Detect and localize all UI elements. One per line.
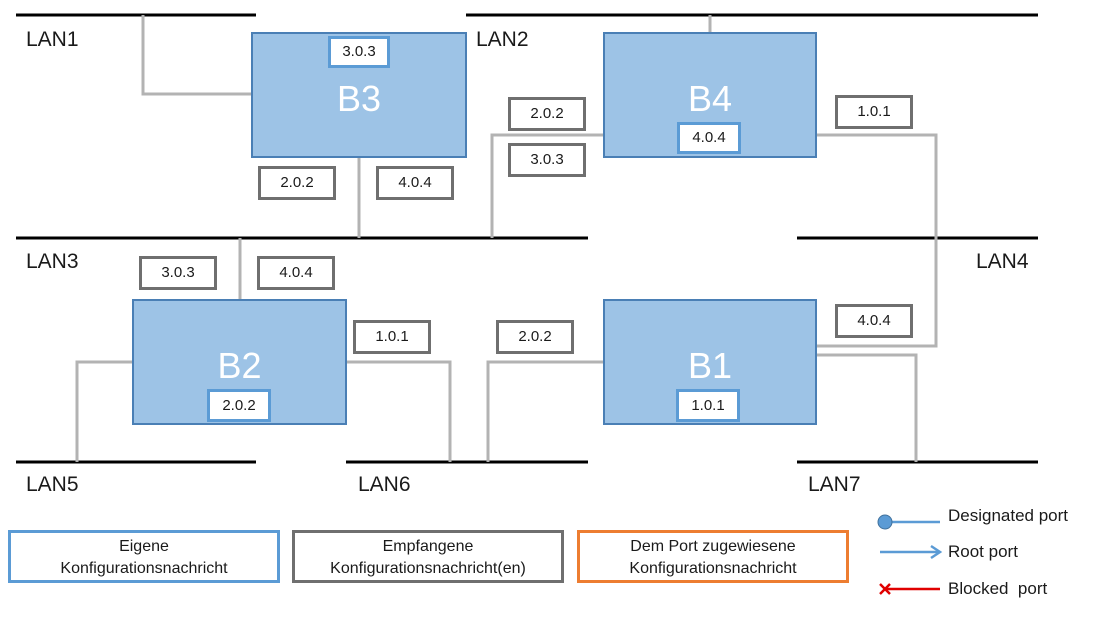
received-message-b2-right: 4.0.4 [257,256,335,290]
legend-root-port-label: Root port [948,542,1018,561]
legend-own-line1: Eigene [119,538,169,555]
b1-lan6-link [486,360,604,462]
lan5-label: LAN5 [26,473,79,496]
b2-lan6-link [346,360,452,462]
designated-port-icon [877,514,893,530]
root-port-arrow-icon [930,544,943,560]
bridge-b3-own-message: 3.0.3 [328,36,390,68]
received-message-b4-bottom: 3.0.3 [508,143,586,177]
legend-assigned-line2: Konfigurationsnachricht [629,560,797,577]
legend-own-message: Eigene Konfigurationsnachricht [8,530,280,583]
bridge-b1-name: B1 [687,345,733,386]
lan6-label: LAN6 [358,473,411,496]
bridge-b4-name: B4 [687,78,733,119]
legend-blocked-port-label: Blocked port [948,579,1048,598]
legend-assigned-message: Dem Port zugewiesene Konfigurationsnachr… [577,530,849,583]
lan7-label: LAN7 [808,473,861,496]
b4-lan4-link [816,133,938,348]
blocked-port-x-icon [879,583,891,595]
bridge-b2[interactable]: B2 [132,299,347,425]
received-message-b4-right: 1.0.1 [835,95,913,129]
bridge-b1-own-message: 1.0.1 [676,389,740,422]
legend-received-line1: Empfangene [382,538,474,555]
received-message-b4-top: 2.0.2 [508,97,586,131]
received-message-b1-right: 4.0.4 [835,304,913,338]
bridge-b4[interactable]: B4 [603,32,817,158]
received-message-b2-side: 1.0.1 [353,320,431,354]
received-message-b3-left: 2.0.2 [258,166,336,200]
legend-own-line2: Konfigurationsnachricht [60,560,228,577]
b3-lan1-link [141,15,252,96]
lan3-label: LAN3 [26,250,79,273]
received-message-b1-left: 2.0.2 [496,320,574,354]
b2-lan5-link [75,360,133,462]
port-legend-symbols [877,514,943,595]
bridge-b2-own-message: 2.0.2 [207,389,271,422]
b4-lan3-link [490,133,604,238]
lan1-label: LAN1 [26,28,79,51]
received-message-b3-right: 4.0.4 [376,166,454,200]
lan2-label: LAN2 [476,28,529,51]
bridge-b4-own-message: 4.0.4 [677,122,741,154]
lan4-label: LAN4 [976,250,1029,273]
bridge-b2-name: B2 [217,345,262,386]
received-message-b2-left: 3.0.3 [139,256,217,290]
legend-received-line2: Konfigurationsnachricht(en) [330,560,526,577]
bridge-b3-name: B3 [336,78,382,119]
legend-assigned-line1: Dem Port zugewiesene [630,538,796,555]
legend-designated-port-label: Designated port [948,506,1069,525]
b1-lan7-link [816,353,918,462]
legend-received-message: Empfangene Konfigurationsnachricht(en) [292,530,564,583]
